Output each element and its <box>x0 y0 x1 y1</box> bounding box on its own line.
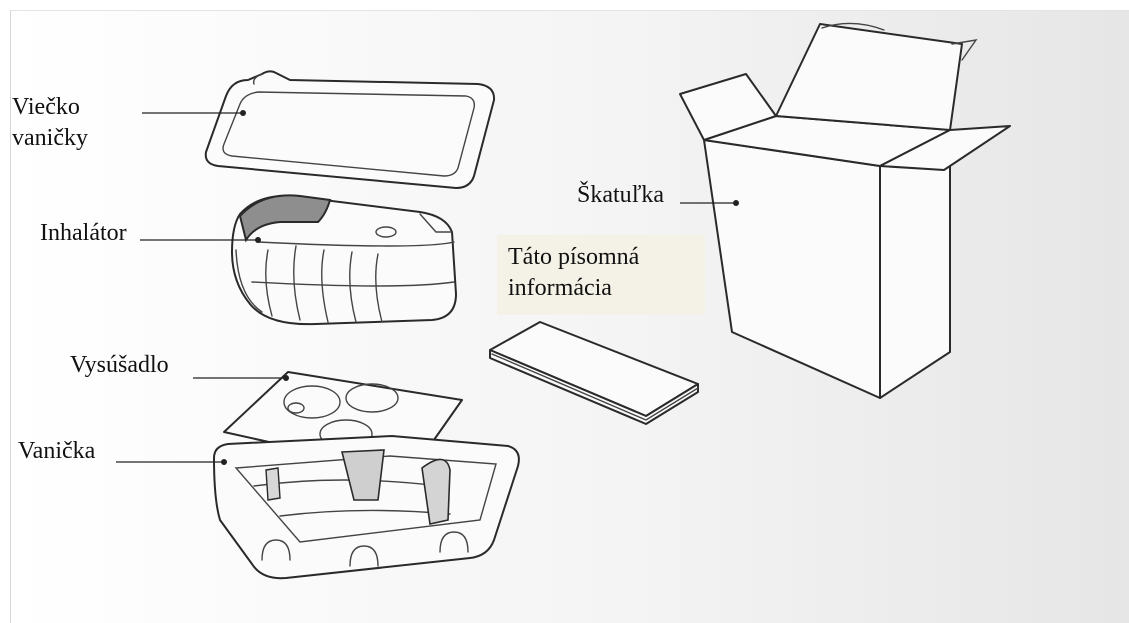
label-tray-lid-line1: Viečko <box>12 94 80 120</box>
label-leaflet-line2: informácia <box>508 274 612 301</box>
tray-drawing <box>213 435 520 580</box>
tray-lid-drawing <box>204 70 496 189</box>
leaflet-label-box <box>497 235 705 315</box>
label-tray-lid-line2: vaničky <box>12 124 88 151</box>
label-carton: Škatuľka <box>577 182 665 208</box>
label-tray-lid: Viečko vaničky <box>12 92 88 153</box>
label-leaflet: Táto písomná informácia <box>508 242 639 303</box>
carton-drawing <box>679 22 1011 399</box>
label-desiccant: Vysúšadlo <box>70 352 169 378</box>
leaflet-drawing <box>489 321 699 425</box>
label-tray: Vanička <box>18 438 96 464</box>
leader-lines <box>116 110 739 465</box>
label-inhaler: Inhalátor <box>40 220 127 246</box>
inhaler-drawing <box>231 194 457 326</box>
label-leaflet-line1: Táto písomná <box>508 244 640 270</box>
